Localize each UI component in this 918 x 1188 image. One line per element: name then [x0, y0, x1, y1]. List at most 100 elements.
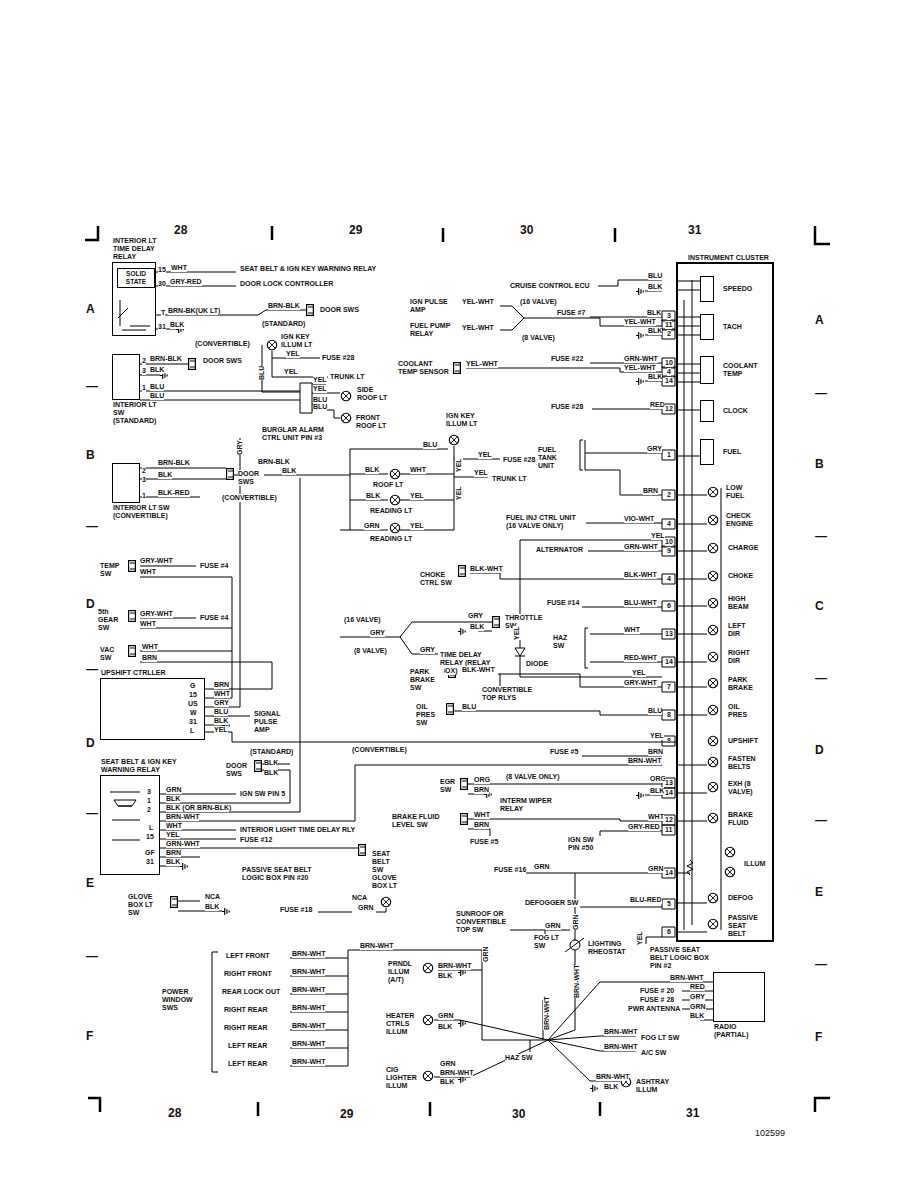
lamp-symbol — [708, 598, 717, 607]
wire-label: VIO-WHT — [624, 515, 654, 523]
switch-symbol — [461, 814, 468, 825]
radio-box: RADIO (PARTIAL) — [713, 972, 765, 1022]
switch-symbol — [129, 646, 136, 657]
wire-label: GRY — [690, 993, 705, 1001]
wire-label: 4 — [667, 520, 671, 528]
grid-reference: — — [86, 950, 98, 963]
wire-label: BLK — [648, 373, 662, 381]
wire-label: WHT — [140, 620, 156, 628]
wire-label: YEL — [284, 368, 298, 376]
ground-symbol — [180, 863, 187, 870]
wire-label: 8 — [667, 711, 671, 719]
wire-label: FASTEN BELTS — [728, 755, 758, 771]
wire-label: BRN — [214, 681, 229, 689]
wire-label: BRN-WHT — [292, 1040, 325, 1048]
lamp-symbol — [390, 469, 399, 478]
wire-label: BLK — [647, 309, 661, 317]
wire-label: TEMP SW — [100, 562, 122, 578]
wire-label: 5 — [667, 900, 671, 908]
lamp-symbol — [708, 678, 717, 687]
wire-label: BLK — [604, 1083, 618, 1091]
wire-label: BRN-WHT — [292, 986, 325, 994]
wire-label: 12 — [665, 816, 673, 824]
wire-label: GRY-RED — [628, 823, 660, 831]
grid-reference: — — [86, 380, 98, 393]
wire-label: BRN-WHT — [292, 968, 325, 976]
wire-label: BLU — [313, 403, 327, 411]
wire-label: BLK — [690, 1012, 704, 1020]
switch-symbol — [255, 761, 262, 772]
wire-label: WHT — [648, 813, 664, 821]
wire-label: BRN — [643, 487, 658, 495]
wire-label: 3 — [147, 788, 151, 796]
wire-label: 14 — [665, 377, 673, 385]
lamp-symbol — [725, 867, 734, 876]
wire-label: BLK — [470, 623, 484, 631]
wire-label: BRN-BLK — [158, 459, 190, 467]
wire-label: YEL — [651, 532, 665, 540]
wire-label: WHT — [410, 466, 426, 474]
grid-reference: F — [86, 1030, 93, 1043]
wire-label: OIL PRES — [728, 703, 752, 719]
wire-label: WHT — [142, 643, 158, 651]
wire-label: FUSE #4 — [200, 614, 228, 622]
wire-label: IGN KEY ILLUM LT — [446, 412, 486, 428]
frame-marks — [85, 226, 830, 1116]
wire-label: 2 — [147, 806, 151, 814]
wire-label: GRY-WHT — [624, 679, 657, 687]
wire-label: BLK — [282, 467, 296, 475]
wire-label: REAR LOCK OUT — [222, 988, 280, 996]
wires — [340, 280, 662, 944]
wire-label: WHT — [171, 264, 187, 272]
lamp-symbol — [390, 495, 399, 504]
wire-label: 2 — [142, 357, 146, 365]
wire-label: FUSE #5 — [470, 838, 498, 846]
wire-label: WHT — [214, 690, 230, 698]
grid-reference: 28 — [168, 1107, 181, 1120]
wire-label: 13 — [665, 630, 673, 638]
solid-state-module: SOLID STATE — [117, 268, 155, 288]
switch-symbol — [459, 566, 466, 577]
wire-label: PASSIVE SEAT BELT LOGIC BOX PIN #2 — [650, 946, 716, 970]
wire-label: INTERIOR LIGHT TIME DELAY RLY — [240, 826, 355, 834]
wire-label: 6 — [667, 928, 671, 936]
grid-reference: 29 — [340, 1108, 353, 1121]
wire-label: 2 — [667, 330, 671, 338]
wire-label: READING LT — [370, 535, 412, 543]
ground-symbol — [636, 332, 643, 339]
lamp-symbol — [267, 340, 276, 349]
wire-label: 12 — [665, 405, 673, 413]
wire-label: G — [190, 682, 195, 690]
wire-label: LOW FUEL — [726, 484, 756, 500]
ground-symbol — [458, 1020, 465, 1027]
wire-label: 31 — [146, 858, 154, 866]
wire-label: PARK BRAKE — [728, 676, 754, 692]
grid-reference: B — [86, 449, 95, 462]
component-label: INSTRUMENT CLUSTER — [688, 254, 769, 262]
wire-label: GRN-WHT — [624, 543, 658, 551]
wire-label: GRN — [690, 1003, 706, 1011]
wire-label: BLK-WHT — [470, 565, 503, 573]
wire-label: BRAKE FLUID LEVEL SW — [392, 813, 442, 829]
wire-label: W — [190, 709, 197, 717]
switch-box: INTERIOR LT SW (CONVERTIBLE) — [112, 463, 140, 503]
wire-label: GRY — [468, 612, 483, 620]
wire-label: GLOVE BOX LT SW — [128, 893, 166, 917]
wire-label: DOOR SWS — [238, 470, 264, 486]
lamp-symbol — [708, 571, 717, 580]
wire-label: BLK — [158, 471, 172, 479]
wire-label: GRY-RED — [170, 278, 202, 286]
lamp-symbol — [708, 736, 717, 745]
grid-reference: 31 — [686, 1107, 699, 1120]
wire-label: BLK — [648, 327, 662, 335]
lamp-symbol — [725, 847, 734, 856]
wire-label: GRN — [358, 904, 374, 912]
wire-label: RED — [650, 401, 665, 409]
wire-label: 14 — [665, 658, 673, 666]
wire-label: BRN-WHT — [543, 997, 551, 1030]
lamp-symbol — [708, 487, 717, 496]
wire-label: GRY — [214, 699, 229, 707]
grid-reference: — — [86, 663, 98, 676]
ground-symbols — [160, 288, 643, 1092]
